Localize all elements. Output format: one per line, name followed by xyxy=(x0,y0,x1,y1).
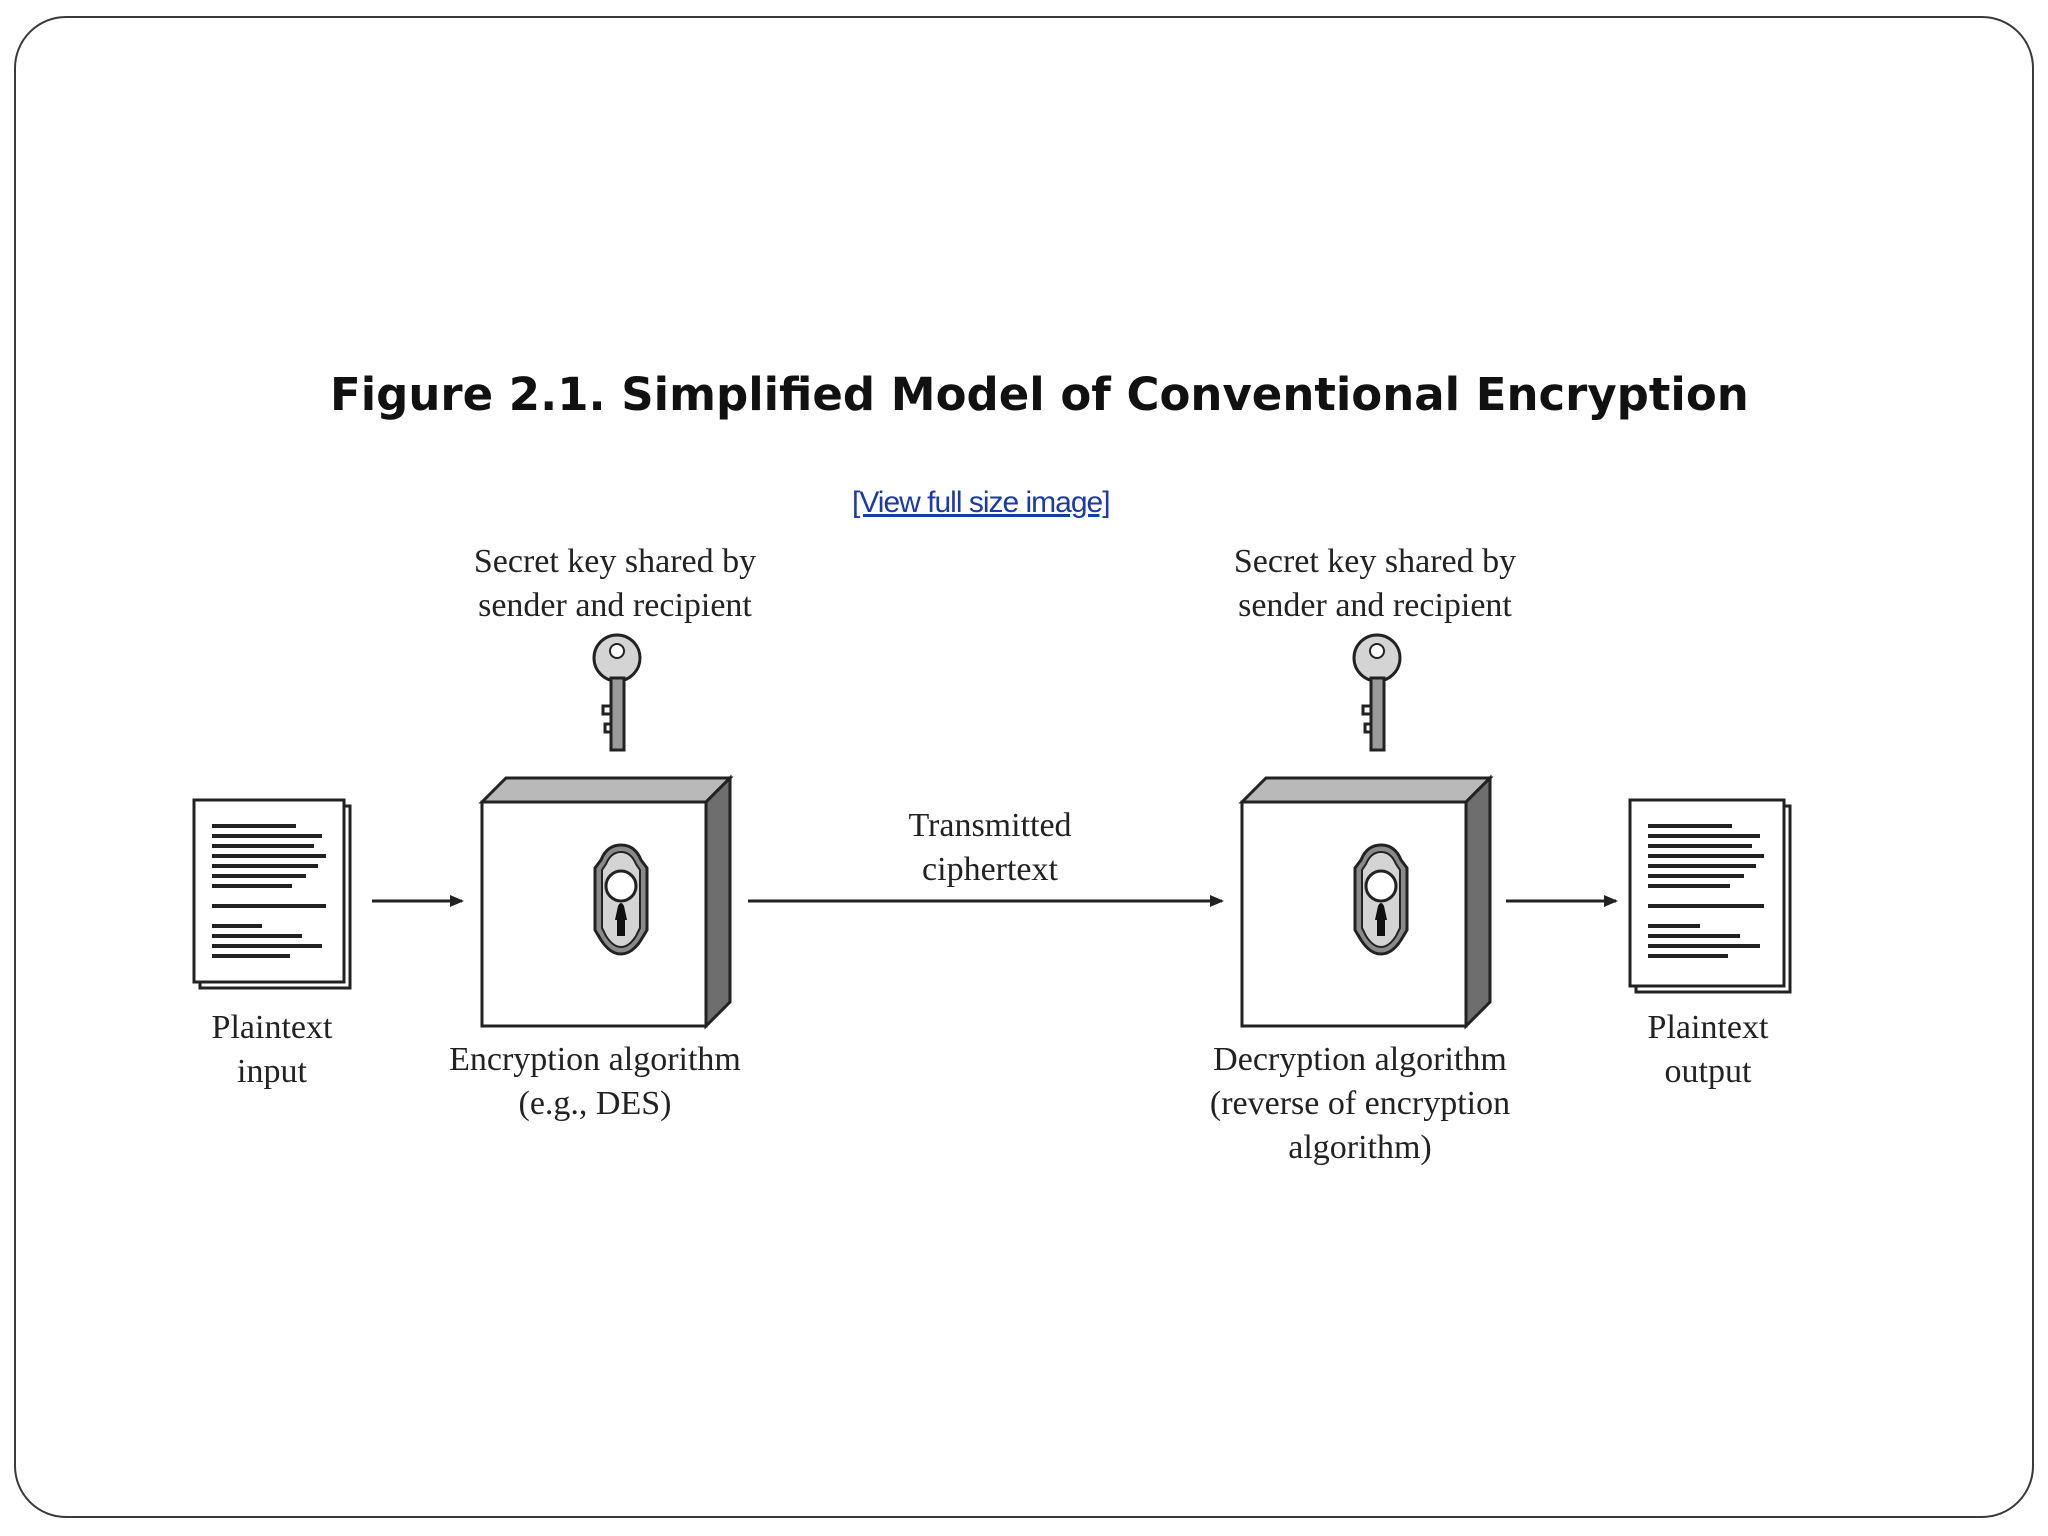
key-right-icon xyxy=(1352,633,1402,752)
channel-label: Transmitted ciphertext xyxy=(908,807,1072,888)
decryption-label: Decryption algorithm (reverse of encrypt… xyxy=(1209,1041,1511,1166)
plaintext-output-document-icon xyxy=(1628,798,1792,994)
key-right-label: Secret key shared by sender and recipien… xyxy=(1233,543,1517,624)
key-left-icon xyxy=(592,633,642,752)
lock-icon xyxy=(593,843,649,956)
plaintext-input-label: Plaintext input xyxy=(211,1009,333,1090)
decryption-box xyxy=(1238,774,1494,1030)
encryption-box xyxy=(478,774,734,1030)
key-left-label: Secret key shared by sender and recipien… xyxy=(473,543,757,624)
encryption-label: Encryption algorithm (e.g., DES) xyxy=(449,1041,741,1122)
figure-title: Figure 2.1. Simplified Model of Conventi… xyxy=(330,368,1749,421)
plaintext-input-document-icon xyxy=(192,798,352,990)
plaintext-output-label: Plaintext output xyxy=(1647,1009,1769,1090)
view-full-size-link[interactable]: [View full size image] xyxy=(852,486,1111,519)
lock-icon xyxy=(1353,843,1409,956)
slide-frame xyxy=(14,16,2034,1518)
